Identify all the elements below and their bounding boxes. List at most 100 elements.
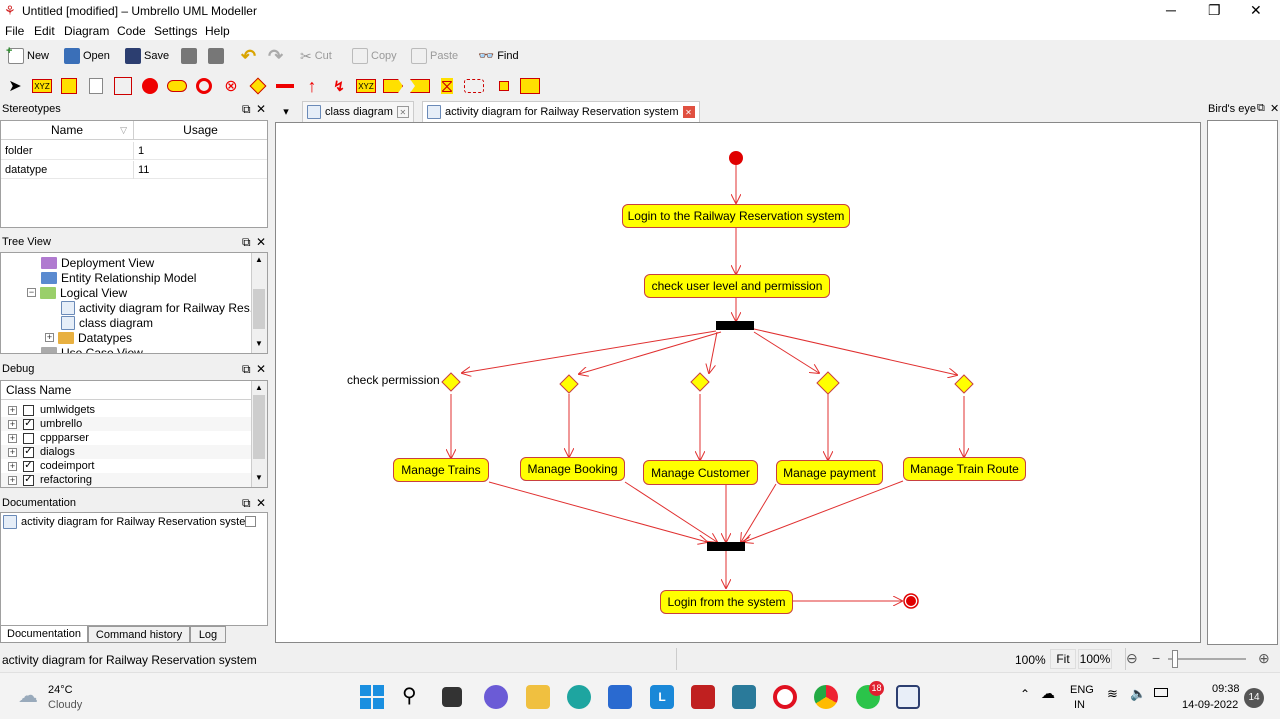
edge[interactable] <box>624 481 717 542</box>
activity-login[interactable]: Login to the Railway Reservation system <box>622 204 850 228</box>
file-explorer-icon[interactable] <box>526 685 550 709</box>
tab-log[interactable]: Log <box>190 626 226 643</box>
zoom-out-icon[interactable]: ⊖ <box>1126 650 1138 666</box>
tab-close-icon[interactable]: ✕ <box>682 106 695 118</box>
expand-icon[interactable]: + <box>8 446 17 457</box>
menu-edit[interactable]: Edit <box>34 24 55 38</box>
chat-icon[interactable] <box>484 685 508 709</box>
tab-documentation[interactable]: Documentation <box>0 626 88 643</box>
tab-close-icon[interactable]: ✕ <box>396 106 409 118</box>
chevron-up-icon[interactable]: ⌃ <box>1020 687 1031 701</box>
documentation-area[interactable]: activity diagram for Railway Reservation… <box>0 512 268 626</box>
fork-tool[interactable] <box>275 76 295 96</box>
activity-check-user-level[interactable]: check user level and permission <box>644 274 830 298</box>
cut-button[interactable]: ✂Cut <box>300 47 332 64</box>
debug-checkbox[interactable] <box>23 404 34 416</box>
pin-tool[interactable] <box>494 76 514 96</box>
final-flow-tool[interactable]: ⊗ <box>221 76 241 96</box>
initial-node[interactable] <box>729 151 743 165</box>
undo-button[interactable]: ↶ <box>241 46 256 66</box>
close-icon[interactable]: ✕ <box>1270 103 1280 115</box>
tree-item-entity-relationship[interactable]: Entity Relationship Model <box>41 270 196 285</box>
minimize-button[interactable]: ─ <box>1166 2 1176 18</box>
print-button[interactable] <box>181 46 197 66</box>
accept-signal-tool[interactable] <box>410 76 430 96</box>
anchor-tool[interactable] <box>86 76 106 96</box>
time-event-tool[interactable]: ⧖ <box>437 76 457 96</box>
fork-bar[interactable] <box>716 321 754 330</box>
documentation-checkbox[interactable] <box>245 516 256 527</box>
edge[interactable] <box>709 331 718 373</box>
close-icon[interactable]: ✕ <box>256 235 267 249</box>
menu-code[interactable]: Code <box>117 24 146 38</box>
send-signal-tool[interactable] <box>383 76 403 96</box>
l-app-icon[interactable]: L <box>650 685 674 709</box>
column-name[interactable]: Name▽ <box>1 121 134 140</box>
debug-checkbox[interactable]: ✓ <box>23 460 34 472</box>
activity-manage-booking[interactable]: Manage Booking <box>520 457 625 481</box>
edge[interactable] <box>753 331 819 373</box>
debug-checkbox[interactable]: ✓ <box>23 446 34 458</box>
edge[interactable] <box>741 483 777 542</box>
tree-item-datatypes[interactable]: +Datatypes <box>45 330 133 345</box>
box-tool[interactable] <box>59 76 79 96</box>
close-icon[interactable]: ✕ <box>256 102 267 116</box>
object-node-tool[interactable]: XYZ <box>356 76 376 96</box>
tree-scrollbar[interactable]: ▲▼ <box>251 253 267 353</box>
tree-item-class-diagram[interactable]: class diagram <box>61 315 153 330</box>
zoom-in-icon[interactable]: ⊕ <box>1258 650 1270 666</box>
menu-diagram[interactable]: Diagram <box>64 24 110 38</box>
float-icon[interactable]: ⧉ <box>242 102 251 116</box>
maximize-button[interactable]: ❐ <box>1208 2 1221 18</box>
float-icon[interactable]: ⧉ <box>242 496 251 510</box>
mcafee-icon[interactable] <box>691 685 715 709</box>
decision-node[interactable] <box>690 372 710 392</box>
activity-manage-train-route[interactable]: Manage Train Route <box>903 457 1026 481</box>
print-preview-button[interactable] <box>208 46 224 66</box>
close-icon[interactable]: ✕ <box>256 362 267 376</box>
decision-node[interactable] <box>954 374 974 394</box>
decision-node[interactable] <box>816 371 840 395</box>
collapse-icon[interactable]: − <box>27 287 36 297</box>
onedrive-icon[interactable]: ☁ <box>1041 685 1055 701</box>
windows-start-icon[interactable] <box>360 685 384 709</box>
debug-checkbox[interactable] <box>23 432 34 444</box>
close-icon[interactable]: ✕ <box>256 496 267 510</box>
expand-icon[interactable]: + <box>8 432 17 443</box>
expand-icon[interactable]: + <box>8 418 17 429</box>
tree-item-use-case-view[interactable]: Use Case View <box>41 345 143 353</box>
open-button[interactable]: Open <box>64 46 110 66</box>
new-tab-button[interactable]: ▾ <box>274 101 298 122</box>
debug-row[interactable]: +✓dialogs <box>1 445 251 459</box>
new-button[interactable]: +New <box>6 45 50 64</box>
fit-button[interactable]: Fit <box>1050 649 1076 669</box>
region-tool[interactable] <box>113 76 133 96</box>
tab-activity-diagram[interactable]: activity diagram for Railway Reservation… <box>422 101 700 122</box>
expand-icon[interactable]: + <box>45 332 54 342</box>
notification-count[interactable]: 14 <box>1244 688 1264 708</box>
chrome-icon[interactable] <box>814 685 838 709</box>
debug-scrollbar[interactable]: ▲▼ <box>251 381 267 487</box>
region-dashed-tool[interactable] <box>464 76 484 96</box>
edge[interactable] <box>744 480 904 542</box>
decision-node[interactable] <box>441 372 461 392</box>
decision-node[interactable] <box>559 374 579 394</box>
diagram-canvas[interactable]: Login to the Railway Reservation system … <box>275 122 1201 643</box>
activity-manage-customer[interactable]: Manage Customer <box>643 460 758 485</box>
umbrello-taskbar-icon[interactable] <box>896 685 920 709</box>
expand-icon[interactable]: + <box>8 404 17 415</box>
float-icon[interactable]: ⧉ <box>242 362 251 376</box>
activity-manage-trains[interactable]: Manage Trains <box>393 458 489 482</box>
tree-item-logical-view[interactable]: −Logical View <box>27 285 128 300</box>
join-bar[interactable] <box>707 542 745 551</box>
tree-item-activity-diagram[interactable]: activity diagram for Railway Res... <box>61 300 260 315</box>
search-icon[interactable]: ⚲ <box>402 685 417 707</box>
debug-row[interactable]: +✓umbrello <box>1 417 251 431</box>
note-tool[interactable]: XYZ <box>32 76 52 96</box>
float-icon[interactable]: ⧉ <box>242 235 251 249</box>
birdseye-view[interactable] <box>1207 120 1278 645</box>
column-usage[interactable]: Usage <box>134 121 267 140</box>
save-button[interactable]: Save <box>125 46 169 66</box>
